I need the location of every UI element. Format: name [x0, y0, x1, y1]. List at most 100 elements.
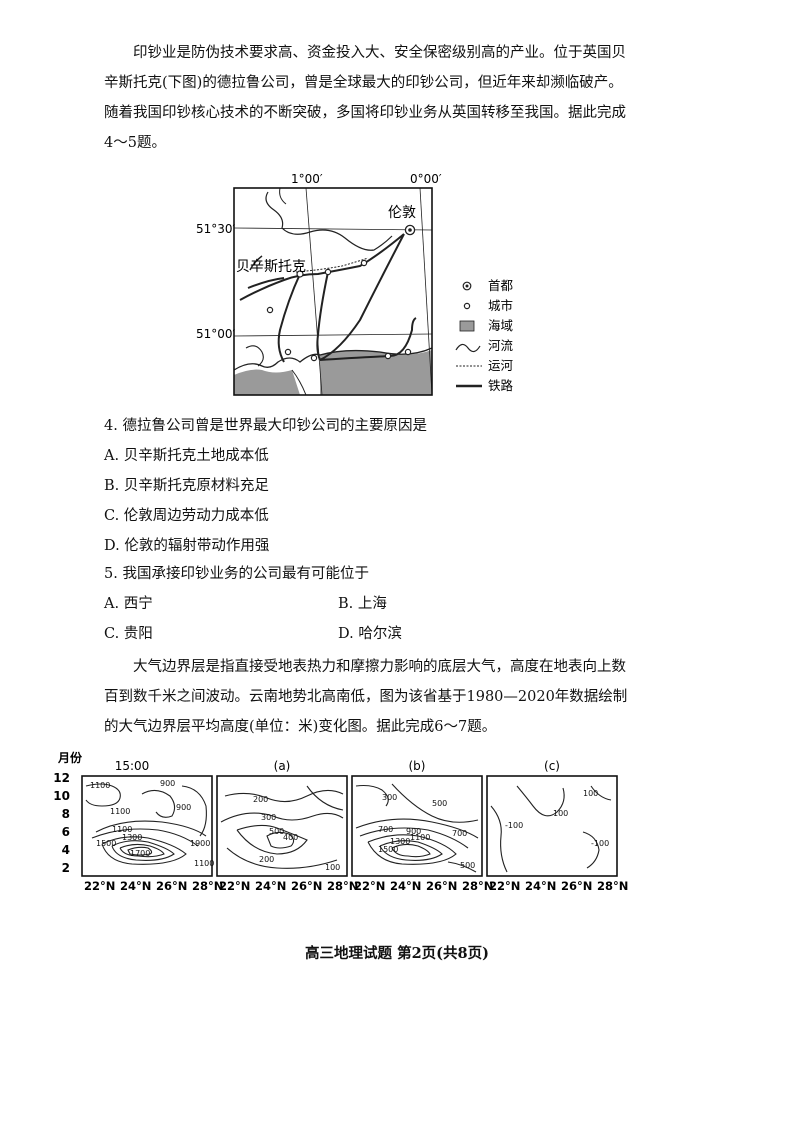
q4-option-c: C. 伦敦周边劳动力成本低	[104, 508, 269, 524]
contour-label: 900	[176, 803, 191, 812]
river-branch	[279, 187, 287, 205]
x-tick-label: 24°N	[255, 879, 286, 893]
place-basingstoke: 贝辛斯托克	[236, 259, 306, 275]
x-tick-label: 28°N	[327, 879, 358, 893]
page-footer: 高三地理试题 第2页(共8页)	[305, 945, 489, 962]
contour-label: 1900	[190, 839, 210, 848]
q5-option-d: D. 哈尔滨	[338, 626, 402, 642]
contour-line	[355, 818, 479, 839]
contour-panel-frame	[81, 775, 213, 877]
map-frame	[233, 187, 433, 396]
contour-label: 1100	[90, 781, 110, 790]
sea-area	[320, 350, 432, 395]
x-tick-label: 28°N	[597, 879, 628, 893]
contour-label: -100	[505, 821, 523, 830]
parallel-5130	[233, 227, 433, 231]
passage-2-text: 大气边界层是指直接受地表热力和摩擦力影响的底层大气，高度在地表向上数百到数千米之…	[104, 659, 628, 735]
coast-inlet	[245, 345, 264, 367]
meridian-0	[419, 187, 433, 396]
q5-stem: 5. 我国承接印钞业务的公司最有可能位于	[104, 566, 369, 582]
contour-label: 700	[378, 825, 393, 834]
contour-label: 500	[269, 827, 284, 836]
x-tick-label: 22°N	[354, 879, 385, 893]
contour-label: 500	[460, 861, 475, 870]
contour-label: 100	[583, 789, 598, 798]
legend-sea: 海域	[488, 318, 513, 333]
coast-lower	[291, 369, 307, 396]
meridian-1	[305, 187, 323, 396]
contour-label: 1300	[122, 833, 142, 842]
sea-icon	[459, 320, 475, 332]
lon-label-1: 1°00′	[291, 172, 323, 186]
contour-line	[266, 831, 295, 849]
x-tick-label: 26°N	[291, 879, 322, 893]
x-tick-label: 28°N	[192, 879, 223, 893]
y-tick-label: 8	[62, 807, 70, 821]
city-icon	[463, 302, 471, 310]
contour-label: 300	[382, 793, 397, 802]
contour-line	[119, 843, 165, 858]
contour-line	[91, 828, 199, 847]
q5-option-c: C. 贵阳	[104, 626, 153, 642]
contour-label: 1500	[96, 839, 116, 848]
city-south-4	[404, 348, 412, 356]
contour-label: 100	[325, 863, 340, 872]
legend-capital: 首都	[488, 278, 514, 293]
contour-line	[306, 785, 344, 811]
contour-line	[141, 789, 176, 818]
map-figure: 1°00′ 0°00′ 51°30′ 51°00′ 伦敦 贝辛斯托克 首都 城市…	[196, 172, 514, 396]
passage-1-text: 印钞业是防伪技术要求高、资金投入大、安全保密级别高的产业。位于英国贝辛斯托克(下…	[104, 45, 626, 151]
contour-label: 1100	[194, 859, 214, 868]
x-tick-label: 22°N	[489, 879, 520, 893]
contour-label: 1700	[130, 849, 150, 858]
x-tick-label: 28°N	[462, 879, 493, 893]
railway-6	[249, 255, 263, 271]
city-south-3	[384, 352, 392, 360]
contour-line	[236, 824, 308, 855]
contour-label: 700	[452, 829, 467, 838]
contour-line	[101, 836, 187, 865]
contour-line	[391, 843, 431, 858]
place-london: 伦敦	[388, 205, 416, 221]
city-basingstoke	[296, 270, 304, 278]
contour-line	[224, 789, 344, 803]
city-reading	[324, 268, 332, 276]
q4-option-a: A. 贝辛斯托克土地成本低	[104, 448, 269, 464]
y-tick-label: 12	[53, 771, 70, 785]
contour-line	[220, 812, 344, 823]
contour-line	[379, 840, 443, 861]
q4-stem: 4. 德拉鲁公司曾是世界最大印钞公司的主要原因是	[104, 418, 427, 434]
contour-line	[95, 820, 207, 837]
city-west	[266, 306, 274, 314]
contour-line	[582, 831, 600, 869]
q4-option-b: B. 贝辛斯托克原材料充足	[104, 478, 269, 494]
city-south-1	[284, 348, 292, 356]
contour-label: 1100	[110, 807, 130, 816]
parallel-5100	[233, 333, 433, 337]
y-tick-label: 4	[62, 843, 70, 857]
thames-river	[265, 191, 393, 251]
contour-line	[490, 805, 508, 873]
x-tick-label: 24°N	[525, 879, 556, 893]
legend-railway: 铁路	[488, 378, 514, 393]
x-tick-label: 22°N	[219, 879, 250, 893]
legend-river: 河流	[488, 338, 514, 353]
railway-2	[247, 277, 285, 289]
railway-3	[277, 273, 301, 363]
contour-label: 500	[432, 799, 447, 808]
contour-line	[181, 785, 207, 837]
railway-5	[319, 233, 417, 361]
contour-label: -100	[591, 839, 609, 848]
contour-panel-title: (b)	[409, 759, 426, 773]
contour-line	[367, 834, 457, 865]
q5-option-b: B. 上海	[338, 596, 387, 612]
contour-line	[127, 846, 153, 856]
contour-line	[355, 784, 389, 807]
canal	[295, 257, 369, 273]
railway-4	[316, 271, 329, 361]
contour-line	[447, 861, 477, 873]
x-tick-label: 26°N	[561, 879, 592, 893]
contour-panel-frame	[486, 775, 618, 877]
lat-label-5100: 51°00′	[196, 327, 236, 341]
